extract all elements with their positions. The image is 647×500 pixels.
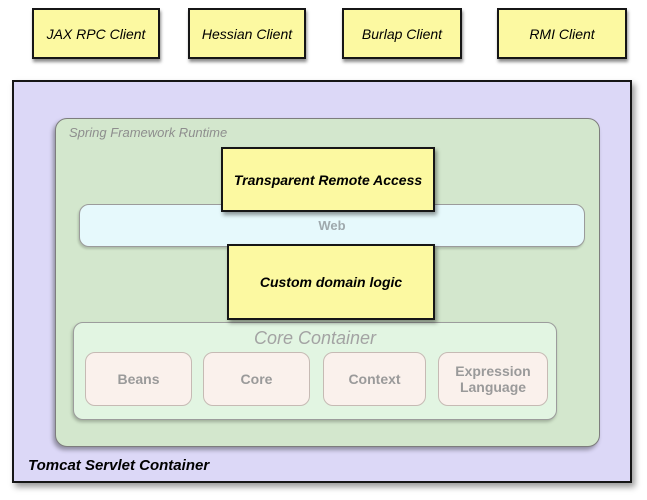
- client-box-label: Hessian Client: [201, 25, 293, 42]
- transparent-remote-access-label: Transparent Remote Access: [233, 171, 423, 188]
- client-box-label: RMI Client: [529, 25, 595, 42]
- module-box-label: Context: [348, 370, 401, 387]
- custom-domain-logic-label: Custom domain logic: [259, 274, 403, 290]
- transparent-remote-access-box: Transparent Remote Access: [221, 147, 435, 212]
- client-box-burlap: Burlap Client: [342, 8, 462, 59]
- client-box-label: JAX RPC Client: [46, 25, 146, 42]
- spring-framework-runtime: Spring Framework Runtime Web Core Contai…: [55, 118, 600, 447]
- core-container-label: Core Container: [253, 328, 377, 348]
- core-container: Core Container Beans Core Context Expres…: [73, 322, 557, 420]
- module-box-label: Core: [240, 370, 273, 387]
- tomcat-servlet-container-label: Tomcat Servlet Container: [28, 457, 210, 474]
- module-box-beans: Beans: [85, 352, 192, 406]
- custom-domain-logic-box: Custom domain logic: [227, 244, 435, 320]
- spring-framework-runtime-label: Spring Framework Runtime: [69, 125, 228, 140]
- module-box-label: Beans: [117, 370, 160, 387]
- module-box-expression-language: Expression Language: [438, 352, 548, 406]
- client-box-jax-rpc: JAX RPC Client: [32, 8, 160, 59]
- module-box-label: Expression Language: [455, 362, 531, 395]
- client-box-rmi: RMI Client: [497, 8, 627, 59]
- module-box-core: Core: [203, 352, 310, 406]
- tomcat-servlet-container: Spring Framework Runtime Web Core Contai…: [12, 80, 632, 483]
- client-box-label: Burlap Client: [361, 25, 443, 42]
- web-layer-label: Web: [318, 218, 346, 233]
- module-box-context: Context: [323, 352, 426, 406]
- client-box-hessian: Hessian Client: [188, 8, 306, 59]
